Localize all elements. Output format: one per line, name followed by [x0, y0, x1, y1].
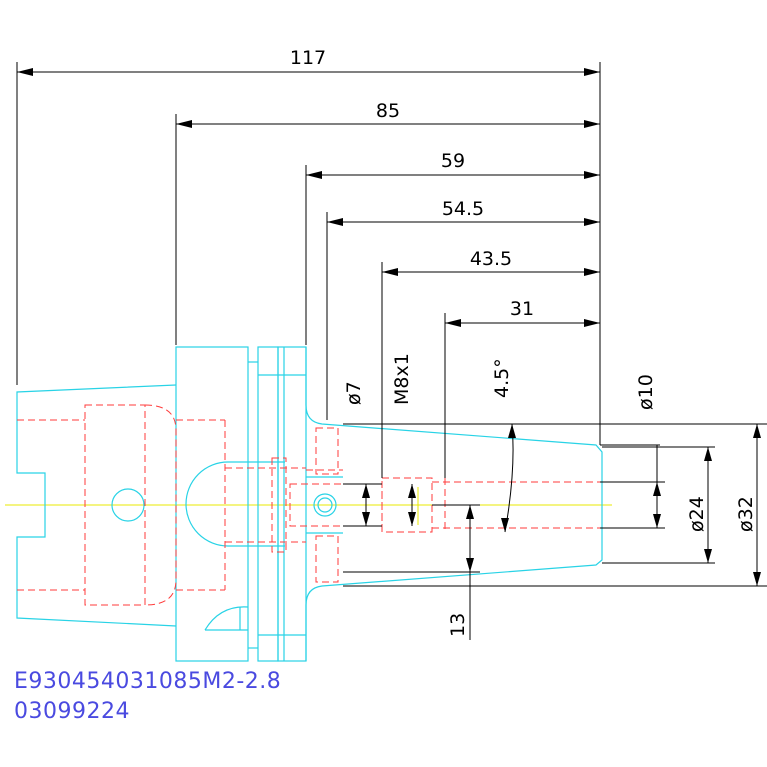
- part-serial: 03099224: [14, 699, 130, 724]
- dim-54-5-label: 54.5: [442, 198, 484, 220]
- dim-85-label: 85: [376, 100, 400, 122]
- thread-label: M8x1: [391, 353, 413, 405]
- hidden-lines: [17, 404, 600, 606]
- phi24-label: ø24: [686, 496, 708, 532]
- phi7-label: ø7: [343, 381, 365, 405]
- dim-59-label: 59: [441, 150, 465, 172]
- part-code: E930454031085M2-2.8: [14, 669, 281, 694]
- angle-label: 4.5°: [491, 358, 513, 398]
- phi10-label: ø10: [635, 374, 657, 410]
- tool-holder-outline: [16, 346, 603, 662]
- phi32-label: ø32: [735, 496, 757, 532]
- dim-31-label: 31: [510, 298, 534, 320]
- dim-117-label: 117: [290, 47, 326, 69]
- dim-43-5-label: 43.5: [470, 248, 512, 270]
- dimension-lines: [16, 62, 767, 640]
- dim-13-label: 13: [447, 613, 469, 637]
